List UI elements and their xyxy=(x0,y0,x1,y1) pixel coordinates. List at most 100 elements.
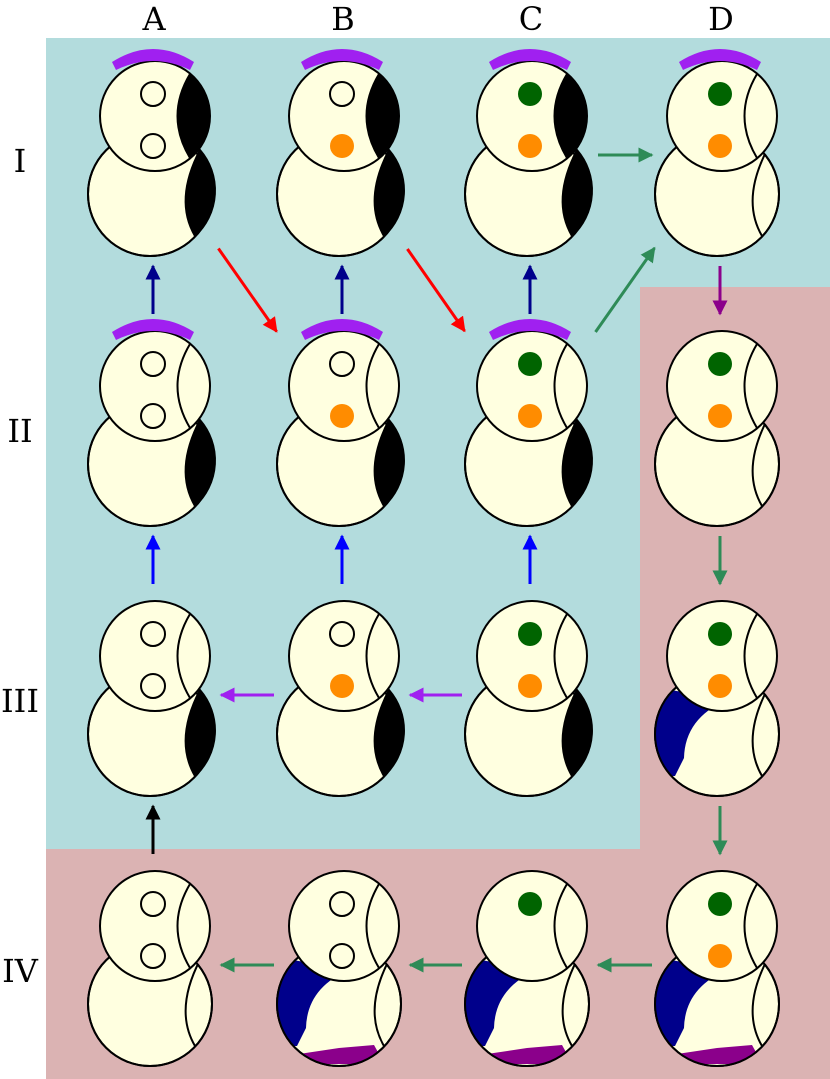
open-nucleus xyxy=(329,81,355,107)
base-purple-band xyxy=(487,1045,567,1064)
head-inner-arc xyxy=(176,613,191,699)
transition-arrow xyxy=(217,247,278,333)
cell-figure xyxy=(276,600,405,797)
open-nucleus xyxy=(140,673,166,699)
body-inner-arc xyxy=(373,959,390,1047)
green-nucleus xyxy=(708,892,732,916)
body-inner-arc xyxy=(184,959,201,1047)
cell-figure xyxy=(464,49,593,257)
row-labels: I II III IV xyxy=(1,142,39,990)
body-inner-arc xyxy=(561,959,578,1047)
head-black-patch xyxy=(365,72,400,160)
open-nucleus xyxy=(140,621,166,647)
orange-nucleus xyxy=(708,674,732,698)
head-inner-arc xyxy=(743,73,758,159)
cell-figures xyxy=(87,49,780,1067)
body-inner-arc xyxy=(751,419,768,507)
pink-region xyxy=(46,287,830,1079)
cell-figure xyxy=(464,600,593,797)
head-inner-arc xyxy=(365,883,380,969)
violet-cap xyxy=(489,319,571,340)
open-nucleus xyxy=(140,403,166,429)
cell-figure xyxy=(87,600,216,797)
violet-cap xyxy=(679,49,761,70)
cell-figure xyxy=(87,49,216,257)
head-inner-arc xyxy=(176,343,191,429)
body-inner-arc xyxy=(751,689,768,777)
orange-nucleus xyxy=(518,674,542,698)
green-nucleus xyxy=(518,622,542,646)
orange-nucleus xyxy=(708,404,732,428)
green-nucleus xyxy=(518,352,542,376)
open-nucleus xyxy=(140,133,166,159)
cell-figure xyxy=(464,870,590,1067)
open-nucleus xyxy=(329,621,355,647)
cell-figure xyxy=(87,870,213,1067)
cell-figure xyxy=(276,49,405,257)
cell-figure xyxy=(654,330,780,527)
head-black-patch xyxy=(553,72,588,160)
orange-nucleus xyxy=(330,674,354,698)
body-navy-patch xyxy=(465,960,537,1046)
transition-arrow xyxy=(406,248,466,333)
cell-figure xyxy=(276,319,405,527)
orange-nucleus xyxy=(518,404,542,428)
blue-region xyxy=(46,38,830,849)
green-nucleus xyxy=(518,892,542,916)
column-label: D xyxy=(708,0,734,38)
head-inner-arc xyxy=(743,883,758,969)
open-nucleus xyxy=(329,943,355,969)
orange-nucleus xyxy=(518,134,542,158)
transition-arrow xyxy=(594,246,656,333)
orange-nucleus xyxy=(708,944,732,968)
head-inner-arc xyxy=(365,343,380,429)
column-label: A xyxy=(141,0,166,38)
cell-figure xyxy=(276,870,402,1067)
body-navy-patch xyxy=(277,960,349,1046)
head-black-patch xyxy=(176,72,211,160)
body-navy-patch xyxy=(655,690,727,776)
body-inner-arc xyxy=(751,959,768,1047)
head-inner-arc xyxy=(365,613,380,699)
head-inner-arc xyxy=(553,883,568,969)
open-nucleus xyxy=(140,943,166,969)
green-nucleus xyxy=(518,82,542,106)
violet-cap xyxy=(301,319,383,340)
head-inner-arc xyxy=(176,883,191,969)
head-inner-arc xyxy=(553,343,568,429)
transition-arrows xyxy=(145,147,728,973)
column-label: B xyxy=(331,0,355,38)
cell-figure xyxy=(654,870,780,1067)
cell-figure xyxy=(87,319,216,527)
green-nucleus xyxy=(708,352,732,376)
head-inner-arc xyxy=(553,613,568,699)
open-nucleus xyxy=(329,351,355,377)
background-regions xyxy=(46,38,830,1079)
open-nucleus xyxy=(140,891,166,917)
violet-cap xyxy=(489,49,571,70)
base-purple-band xyxy=(299,1045,379,1064)
column-label: C xyxy=(519,0,543,38)
body-navy-patch xyxy=(655,960,727,1046)
cell-figure xyxy=(654,600,780,797)
violet-cap xyxy=(301,49,383,70)
orange-nucleus xyxy=(330,404,354,428)
open-nucleus xyxy=(140,351,166,377)
orange-nucleus xyxy=(330,134,354,158)
green-nucleus xyxy=(708,622,732,646)
row-label: I xyxy=(14,142,27,180)
open-nucleus xyxy=(140,81,166,107)
violet-cap xyxy=(112,49,194,70)
cell-head xyxy=(476,870,588,982)
head-inner-arc xyxy=(743,613,758,699)
open-nucleus xyxy=(329,891,355,917)
row-label: III xyxy=(1,682,39,720)
orange-nucleus xyxy=(708,134,732,158)
head-inner-arc xyxy=(743,343,758,429)
cell-figure xyxy=(654,49,780,257)
cell-figure xyxy=(464,319,593,527)
violet-cap xyxy=(112,319,194,340)
body-inner-arc xyxy=(751,149,768,237)
column-labels: A B C D xyxy=(141,0,733,38)
